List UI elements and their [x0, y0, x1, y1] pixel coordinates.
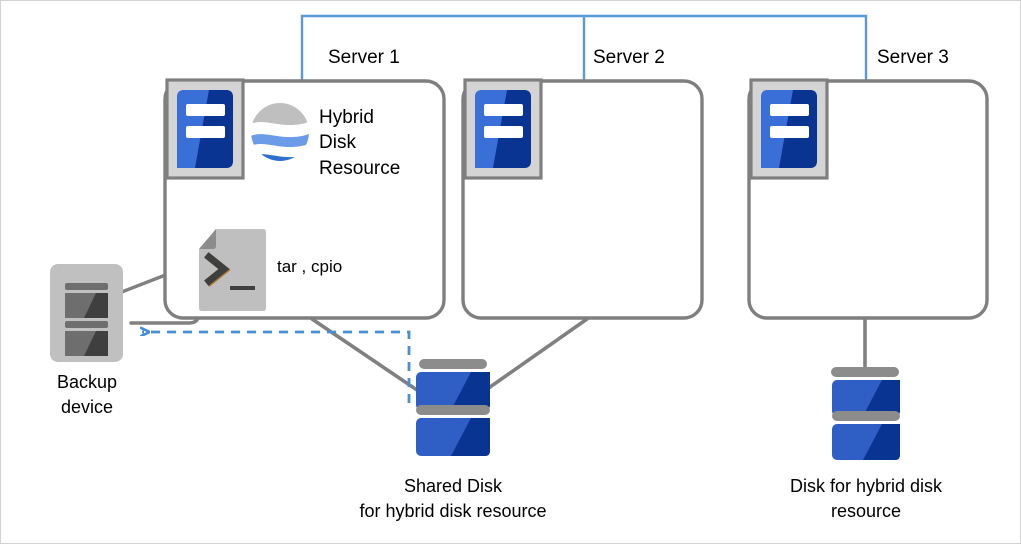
server-3-icon — [749, 78, 829, 180]
backup-device-label-line-2: device — [60, 397, 114, 417]
backup-device-icon — [50, 264, 123, 362]
script-terminal-icon — [199, 229, 266, 311]
server-2-icon — [463, 78, 543, 180]
server-2-label: Server 2 — [593, 47, 665, 68]
shared-disk-label-line-1: Shared Disk — [403, 476, 503, 496]
backup-device-label-line-1: Backup — [56, 372, 118, 392]
script-command-label: tar , cpio — [277, 257, 343, 276]
hybrid-disk-label-line-2: resource — [830, 501, 902, 521]
backup-data-flow-arrow — [142, 332, 411, 403]
hybrid-disk-label-line-1: Disk for hybrid disk — [789, 476, 943, 496]
hybrid-disk-resource-label-line-1: Hybrid — [319, 107, 374, 128]
server-1-icon — [165, 78, 245, 180]
hybrid-disk-resource-label-line-3: Resource — [319, 158, 401, 179]
server-interconnect-line — [300, 14, 868, 82]
shared-disk-icon — [416, 359, 490, 456]
hybrid-disk-icon — [831, 367, 900, 460]
server-3-label: Server 3 — [877, 47, 949, 68]
server-1-label: Server 1 — [328, 47, 400, 68]
shared-disk-label-line-2: for hybrid disk resource — [359, 501, 547, 521]
hybrid-disk-resource-label-line-2: Disk — [319, 132, 356, 153]
